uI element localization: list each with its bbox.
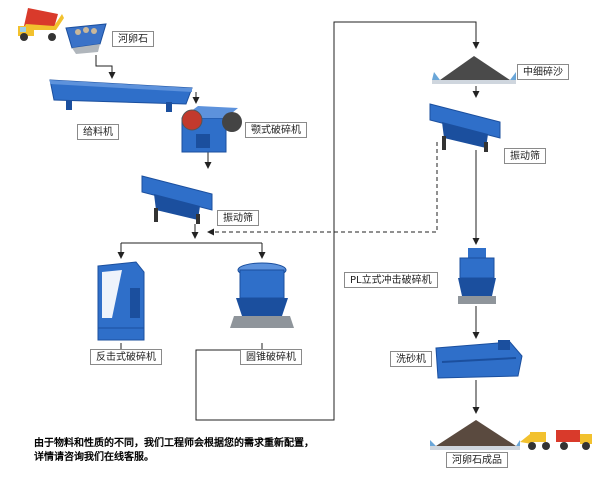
fine-sand-pile-icon <box>432 56 516 84</box>
label-sand-washer: 洗砂机 <box>390 351 432 367</box>
label-pl-crusher: PL立式冲击破碎机 <box>344 272 438 288</box>
wheel-loader-icon <box>520 432 550 450</box>
sand-washer-icon <box>435 340 523 379</box>
label-jaw-crusher: 颚式破碎机 <box>245 122 307 138</box>
impact-crusher-icon <box>97 261 145 341</box>
cone-crusher-icon <box>230 262 294 328</box>
label-product: 河卵石成品 <box>446 452 508 468</box>
vibrating-screen-icon <box>141 175 213 224</box>
product-pile-icon <box>430 420 520 450</box>
dump-truck-2-icon <box>556 430 592 450</box>
dump-truck-icon <box>18 8 64 41</box>
vibrating-screen-2-icon <box>429 103 501 152</box>
configuration-note: 由于物料和性质的不同，我们工程师会根据您的需求重新配置， 详情请咨询我们在线客服… <box>34 437 314 465</box>
return-dashed-arrow <box>207 142 438 236</box>
label-impact-crusher: 反击式破碎机 <box>90 349 162 365</box>
jaw-crusher-icon <box>181 106 242 153</box>
label-cone-crusher: 圆锥破碎机 <box>240 349 302 365</box>
feeder-icon <box>49 79 193 112</box>
label-fine-sand: 中细碎沙 <box>517 64 569 80</box>
label-screen-1: 振动筛 <box>217 210 259 226</box>
label-screen-2: 振动筛 <box>504 148 546 164</box>
arrow-cobble-to-feeder <box>95 55 116 79</box>
label-cobble: 河卵石 <box>112 31 154 47</box>
label-feeder: 给料机 <box>77 124 119 140</box>
pl-crusher-icon <box>458 248 496 304</box>
cobble-hopper-icon <box>65 23 107 54</box>
note-line-1: 由于物料和性质的不同，我们工程师会根据您的需求重新配置， <box>34 438 314 449</box>
note-line-2: 详情请咨询我们在线客服。 <box>34 452 154 463</box>
